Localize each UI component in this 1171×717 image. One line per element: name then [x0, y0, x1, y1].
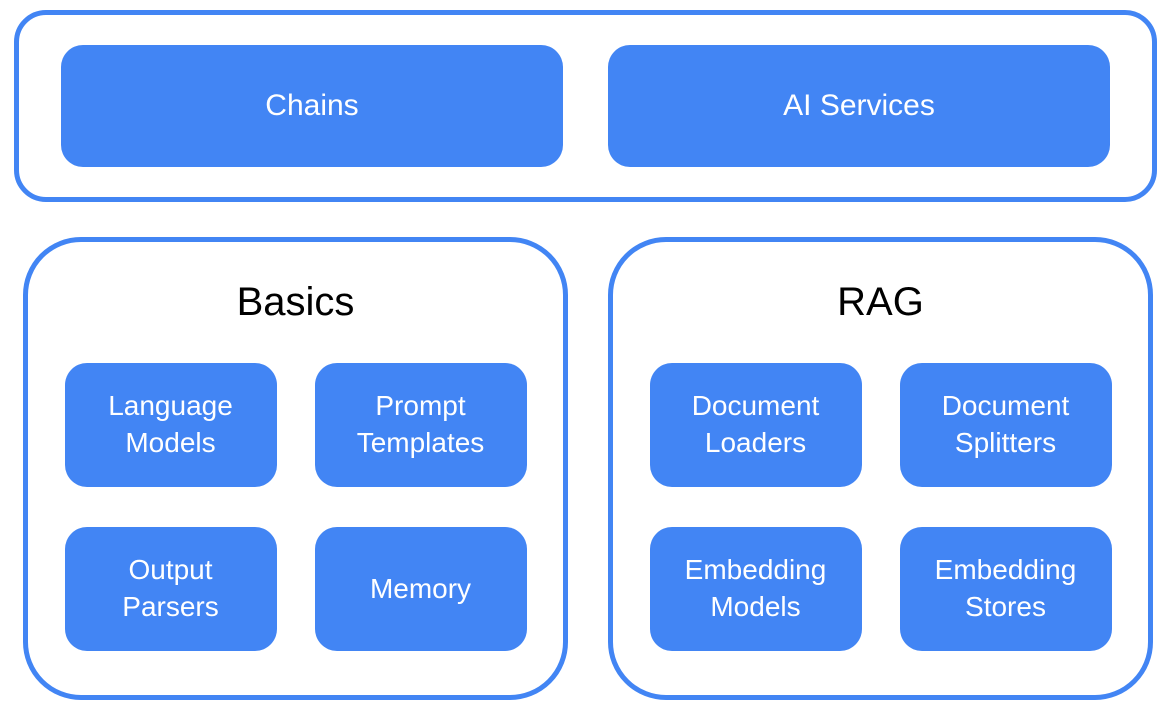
memory-box: Memory	[314, 527, 527, 651]
output-parsers-box: Output Parsers	[64, 527, 277, 651]
embedding-stores-box-label: Embedding Stores	[934, 554, 1077, 622]
chains-box: Chains	[61, 45, 563, 167]
ai-services-box-label: AI Services	[783, 89, 935, 122]
basics-group-title: Basics	[236, 280, 355, 324]
embedding-models-box: Embedding Models	[649, 527, 862, 651]
memory-box-label: Memory	[369, 572, 472, 604]
rag-group-title: RAG	[837, 280, 924, 324]
rag-box-grid: Document Loaders Document Splitters Embe…	[649, 363, 1112, 651]
rag-group-container: RAG Document Loaders Document Splitters …	[608, 237, 1153, 700]
basics-group-container: Basics Language Models Prompt Templates …	[23, 237, 568, 700]
chains-box-label: Chains	[265, 89, 359, 122]
ai-services-box: AI Services	[608, 45, 1110, 167]
output-parsers-box-label: Output Parsers	[122, 554, 219, 622]
prompt-templates-box-label: Prompt Templates	[356, 390, 485, 458]
language-models-box-label: Language Models	[108, 390, 233, 458]
embedding-models-box-label: Embedding Models	[684, 554, 827, 622]
embedding-stores-box: Embedding Stores	[899, 527, 1112, 651]
basics-box-grid: Language Models Prompt Templates Output …	[64, 363, 527, 651]
prompt-templates-box: Prompt Templates	[314, 363, 527, 487]
document-loaders-box: Document Loaders	[649, 363, 862, 487]
language-models-box: Language Models	[64, 363, 277, 487]
document-splitters-box-label: Document Splitters	[941, 390, 1070, 458]
document-loaders-box-label: Document Loaders	[691, 390, 820, 458]
top-group-container: Chains AI Services	[14, 10, 1157, 202]
document-splitters-box: Document Splitters	[899, 363, 1112, 487]
